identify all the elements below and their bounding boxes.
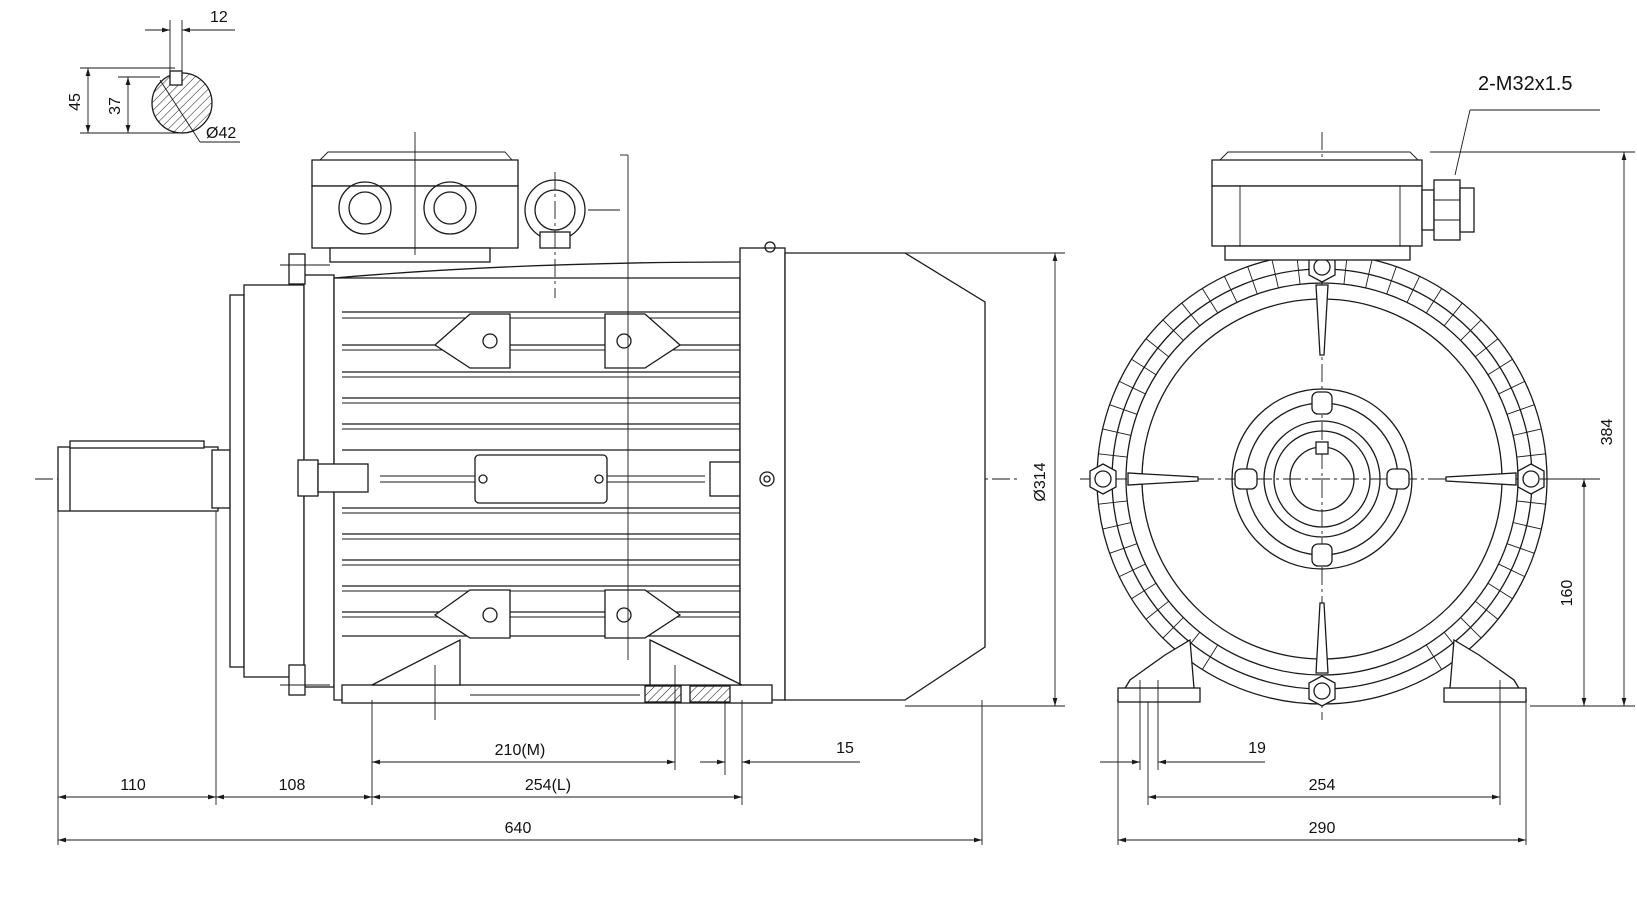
dim-foot-spacing-m: 210(M) [495, 742, 546, 759]
dim-key-depth: 37 [107, 97, 124, 115]
dim-total-height: 384 [1599, 419, 1616, 446]
fin-line [1460, 319, 1482, 341]
fin-line [1109, 543, 1138, 554]
dim-total-length: 640 [505, 820, 532, 837]
dim-shaft-height: 45 [67, 93, 84, 111]
terminal-box [311, 132, 620, 298]
fin-line [1506, 404, 1535, 415]
fin-line [1131, 358, 1157, 376]
fin-line [1516, 500, 1546, 505]
fin-line [1498, 380, 1525, 395]
label-cable-gland: 2-M32x1.5 [1478, 73, 1573, 95]
fin-line [1109, 404, 1138, 415]
fin-line [1487, 582, 1513, 600]
dim-body-diameter: Ø314 [1032, 462, 1049, 501]
side-view-dimensions: 110 108 210(M) 15 254(L) 640 Ø314 [57, 252, 1065, 845]
fin-line [1498, 563, 1525, 578]
dim-flange-to-foot: 108 [279, 777, 306, 794]
fin-line [1271, 259, 1279, 289]
motor-front-view [1080, 109, 1600, 805]
fin-line [1365, 259, 1373, 289]
fin-line [1201, 288, 1219, 314]
fin-line [1474, 338, 1499, 358]
fin-line [1386, 266, 1397, 295]
fin-line [1119, 563, 1146, 578]
dim-center-height: 160 [1559, 580, 1576, 607]
fin-line [1098, 500, 1128, 505]
dim-foot-hole: 15 [836, 740, 854, 757]
fin-line [1223, 276, 1238, 303]
fin-line [1406, 276, 1421, 303]
fin-line [1102, 522, 1132, 530]
fin-line [1512, 522, 1542, 530]
fin-line [1247, 266, 1258, 295]
fin-line [1162, 319, 1184, 341]
shaft-section-view: 12 45 37 Ø42 [67, 9, 240, 143]
fin-line [1487, 358, 1513, 376]
fin-line [1145, 600, 1170, 620]
fin-line [1443, 302, 1463, 327]
dim-key-width: 12 [210, 9, 228, 26]
fin-line [1145, 338, 1170, 358]
dim-shaft-length: 110 [120, 777, 146, 794]
fin-line [1162, 617, 1184, 639]
dim-foot-width-inner: 254 [1309, 777, 1336, 794]
fin-line [1119, 380, 1146, 395]
dim-foot-length-l: 254(L) [525, 777, 571, 794]
radial-fins [1097, 254, 1547, 670]
fin-line [1460, 617, 1482, 639]
fin-line [1516, 453, 1546, 458]
fin-line [1098, 453, 1128, 458]
fin-line [1201, 644, 1219, 670]
fin-line [1425, 644, 1443, 670]
motor-side-view [35, 132, 1020, 720]
fin-line [1474, 600, 1499, 620]
fin-line [1425, 288, 1443, 314]
fin-line [1181, 302, 1201, 327]
fin-line [1512, 428, 1542, 436]
fin-line [1506, 543, 1535, 554]
fin-line [1131, 582, 1157, 600]
fin-line [1102, 428, 1132, 436]
dim-foot-width-outer: 290 [1309, 820, 1336, 837]
front-view-dimensions: 2-M32x1.5 19 254 290 384 160 [1100, 73, 1635, 845]
dim-foot-bolt: 19 [1248, 740, 1266, 757]
dim-shaft-diameter: Ø42 [206, 125, 236, 142]
